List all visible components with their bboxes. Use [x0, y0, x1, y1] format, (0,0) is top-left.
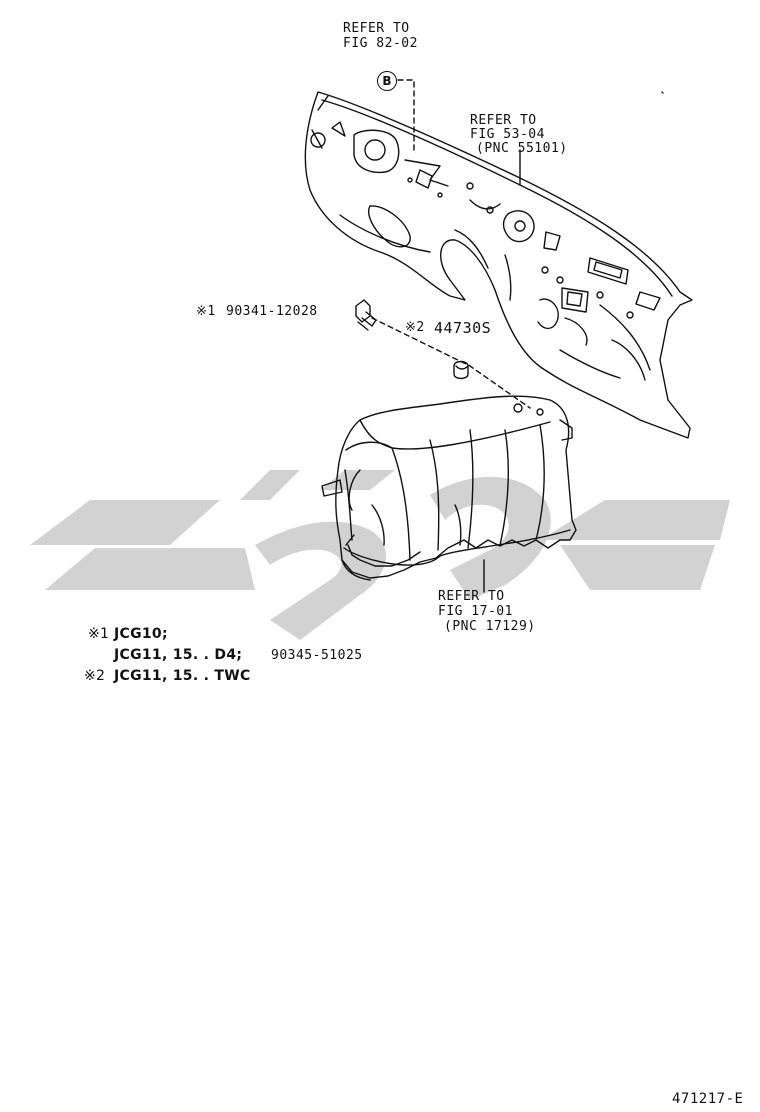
refer-fig-53-line2: FIG 53-04: [470, 127, 545, 142]
refer-fig-53-line3: (PNC 55101): [476, 141, 568, 156]
refer-fig-82-line1: REFER TO: [343, 21, 410, 36]
note1-mark: ※1: [88, 626, 110, 642]
note1-line1: JCG10;: [114, 626, 168, 642]
bolt-part-number: 90341-12028: [226, 304, 318, 319]
dash-panel-drawing: [304, 91, 693, 439]
nut-drawing: [453, 360, 469, 380]
note2-text: JCG11, 15. . TWC: [114, 668, 251, 684]
bolt-mark: ※1: [196, 304, 216, 319]
bolt-drawing: [355, 299, 377, 331]
refer-fig-17-line1: REFER TO: [438, 589, 505, 604]
refer-fig-82-line2: FIG 82-02: [343, 36, 418, 51]
note1-line2-part: 90345-51025: [271, 648, 363, 663]
note2-mark: ※2: [84, 668, 106, 684]
intake-manifold-drawing: [321, 395, 577, 581]
diagram-id: 471217-E: [672, 1091, 744, 1107]
nut-part-number: 44730S: [434, 319, 492, 337]
note1-line2-models: JCG11, 15. . D4;: [114, 647, 243, 663]
nut-mark: ※2: [405, 320, 425, 335]
connector-b-marker: B: [377, 71, 397, 91]
refer-fig-53-line1: REFER TO: [470, 113, 537, 128]
refer-fig-17-line3: (PNC 17129): [444, 619, 536, 634]
refer-fig-17-line2: FIG 17-01: [438, 604, 513, 619]
